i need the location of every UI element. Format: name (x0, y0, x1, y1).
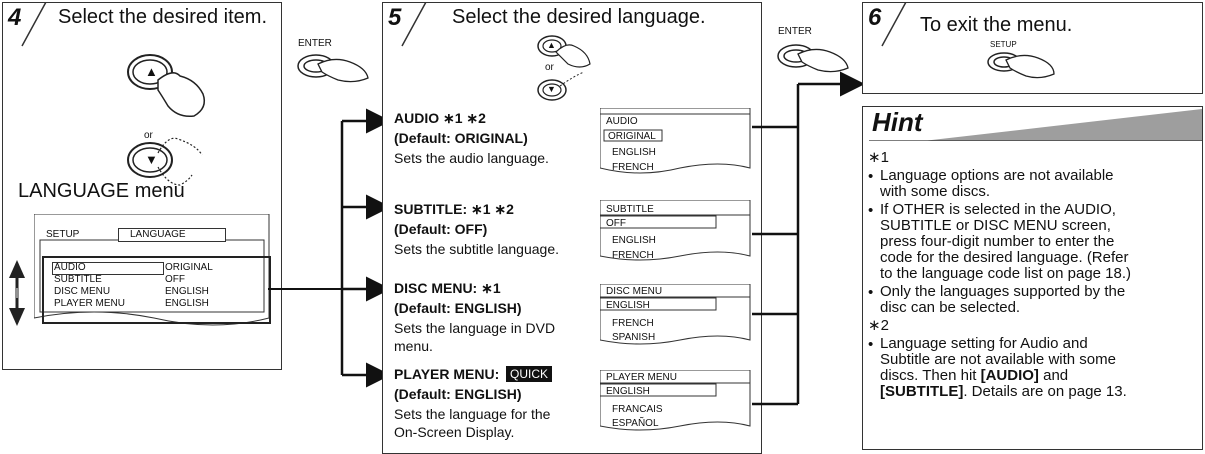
osd-player-menu-header: PLAYER MENU (606, 372, 677, 383)
option-disc-menu-desc: Sets the language in DVD (394, 320, 555, 336)
option-subtitle-title: SUBTITLE: ∗1 ∗2 (394, 201, 514, 218)
osd-audio-item: FRENCH (612, 162, 654, 173)
enter-label-2: ENTER (778, 26, 812, 37)
flow-arrows-left (268, 100, 390, 390)
osd-setup-label: SETUP (46, 229, 79, 240)
osd-row-value: ENGLISH (165, 298, 209, 309)
hint-text: and (1039, 367, 1068, 384)
hint-note2-marker: ∗2 (868, 318, 889, 333)
osd-subtitle-item: FRENCH (612, 250, 654, 261)
option-audio-default: (Default: ORIGINAL) (394, 130, 528, 146)
audio-key-label: [AUDIO] (981, 367, 1039, 384)
hint-bullet: • (868, 284, 873, 301)
osd-disc-menu-item: FRENCH (612, 318, 654, 329)
option-player-menu-desc: Sets the language for the (394, 406, 550, 422)
hint-line: Language setting for Audio and (880, 336, 1088, 351)
hint-line: [SUBTITLE]. Details are on page 13. (880, 384, 1127, 399)
enter-button-press-icon (294, 48, 374, 88)
hand-icon (158, 73, 204, 116)
osd-player-menu-item: FRANCAIS (612, 404, 663, 415)
option-subtitle-default: (Default: OFF) (394, 221, 487, 237)
osd-disc-menu-item: SPANISH (612, 332, 655, 343)
setup-button-press-icon (984, 48, 1064, 88)
hint-title: Hint (872, 107, 923, 138)
step-5-heading: Select the desired language. (452, 6, 706, 29)
osd-row-item: PLAYER MENU (54, 298, 125, 309)
option-player-menu-title: PLAYER MENU: (394, 366, 499, 382)
osd-row-value: ENGLISH (165, 286, 209, 297)
hint-line: Language options are not available (880, 168, 1114, 183)
up-down-button-press-icon (530, 32, 610, 112)
hint-bullet: • (868, 336, 873, 353)
hint-bullet: • (868, 168, 873, 185)
quick-badge: QUICK (506, 366, 552, 382)
hint-note1-marker: ∗1 (868, 150, 889, 165)
up-button-press-illustration (118, 50, 218, 120)
hint-bullet: • (868, 202, 873, 219)
osd-row-value: OFF (165, 274, 185, 285)
up-arrow-icon: ▲ (547, 40, 556, 50)
option-player-menu-default: (Default: ENGLISH) (394, 386, 522, 402)
option-player-menu-desc: On-Screen Display. (394, 424, 514, 440)
option-audio-desc: Sets the audio language. (394, 150, 549, 166)
hint-line: If OTHER is selected in the AUDIO, (880, 202, 1116, 217)
up-down-scroll-arrow-icon (6, 258, 28, 328)
option-disc-menu-desc: menu. (394, 338, 433, 354)
osd-language-tab-label: LANGUAGE (130, 229, 186, 240)
osd-audio-header: AUDIO (606, 116, 638, 127)
step-6-heading: To exit the menu. (920, 14, 1072, 37)
osd-audio-item: ENGLISH (612, 147, 656, 158)
hint-line: with some discs. (880, 184, 990, 199)
down-arrow-icon: ▼ (145, 152, 158, 167)
subtitle-key-label: [SUBTITLE] (880, 383, 963, 400)
osd-player-menu-item: ENGLISH (606, 386, 650, 397)
flow-arrows-right (752, 70, 864, 420)
option-subtitle-desc: Sets the subtitle language. (394, 241, 559, 257)
osd-subtitle-item: ENGLISH (612, 235, 656, 246)
osd-subtitle-header: SUBTITLE (606, 204, 654, 215)
step-4-number: 4 (8, 6, 21, 30)
osd-audio-item: ORIGINAL (608, 131, 656, 142)
up-arrow-icon: ▲ (145, 64, 158, 79)
step-5-number: 5 (388, 6, 401, 30)
hint-line: Subtitle are not available with some (880, 352, 1116, 367)
hint-line: press four-digit number to enter the (880, 234, 1114, 249)
hint-line: code for the desired language. (Refer (880, 250, 1129, 265)
osd-subtitle-item: OFF (606, 218, 626, 229)
step-4-heading: Select the desired item. (58, 6, 267, 29)
hint-line: disc can be selected. (880, 300, 1020, 315)
option-disc-menu-title: DISC MENU: ∗1 (394, 280, 501, 297)
hint-text: . Details are on page 13. (963, 383, 1126, 400)
osd-player-menu-item: ESPAÑOL (612, 418, 659, 429)
hint-text: discs. Then hit (880, 367, 981, 384)
osd-row-value: ORIGINAL (165, 262, 213, 273)
hint-line: to the language code list on page 18.) (880, 266, 1131, 281)
osd-disc-menu-item: ENGLISH (606, 300, 650, 311)
osd-disc-menu-header: DISC MENU (606, 286, 662, 297)
hint-line: discs. Then hit [AUDIO] and (880, 368, 1068, 383)
or-label: or (545, 62, 554, 73)
osd-row-item: AUDIO (54, 262, 86, 273)
hint-line: Only the languages supported by the (880, 284, 1125, 299)
down-arrow-icon: ▼ (547, 84, 556, 94)
osd-row-item: SUBTITLE (54, 274, 102, 285)
option-audio-title: AUDIO ∗1 ∗2 (394, 110, 486, 127)
osd-row-item: DISC MENU (54, 286, 110, 297)
hint-line: SUBTITLE or DISC MENU screen, (880, 218, 1111, 233)
option-disc-menu-default: (Default: ENGLISH) (394, 300, 522, 316)
language-menu-title: LANGUAGE menu (18, 180, 185, 203)
step-6-number: 6 (868, 6, 881, 30)
